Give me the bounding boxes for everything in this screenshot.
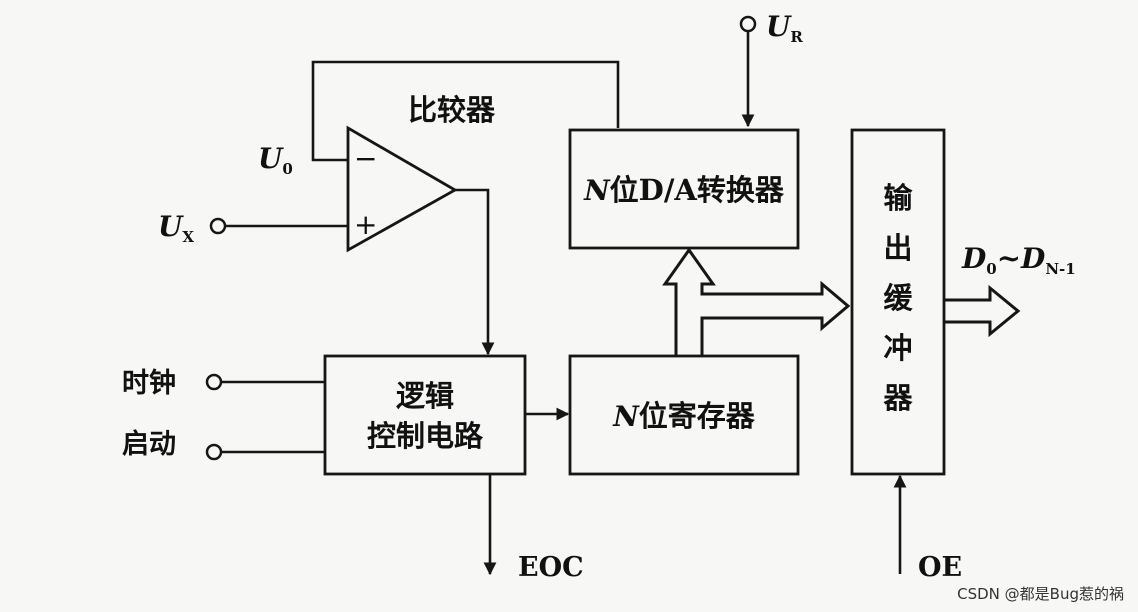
register-block (568, 354, 800, 476)
comparator-to-logic-wire (455, 188, 495, 356)
comparator-label: 比较器 (408, 93, 496, 127)
comparator-triangle (346, 125, 458, 253)
start-terminal (205, 443, 223, 461)
clock-label: 时钟 (122, 368, 176, 399)
buffer-char-2: 出 (883, 231, 912, 265)
output-label: D0~DN-1 (961, 241, 1076, 278)
output-buffer-block (850, 128, 946, 476)
register-label: N位寄存器 (612, 399, 756, 433)
comparator-minus-sign: − (354, 142, 377, 175)
start-label: 启动 (122, 429, 176, 460)
comparator-plus-sign: + (354, 208, 377, 241)
logic-label-line2: 控制电路 (367, 419, 484, 453)
ux-terminal (209, 217, 227, 235)
buffer-char-3: 缓 (883, 281, 913, 315)
ux-label: UX (158, 210, 194, 246)
feedback-wire (311, 60, 620, 162)
u0-label: U0 (258, 142, 293, 178)
register-bus-arrows (662, 247, 851, 356)
dac-label: N位D/A转换器 (583, 173, 785, 207)
logic-label-line1: 逻辑 (396, 379, 454, 413)
eoc-label: EOC (518, 552, 584, 583)
ur-terminal (739, 15, 757, 33)
oe-label: OE (918, 552, 962, 583)
dac-block (568, 128, 800, 250)
buffer-char-4: 冲 (883, 331, 912, 365)
output-bus-arrow (944, 284, 1021, 338)
watermark: CSDN @都是Bug惹的祸 (957, 585, 1124, 603)
clock-terminal (205, 373, 223, 391)
buffer-char-1: 输 (883, 181, 913, 215)
buffer-char-5: 器 (882, 381, 913, 415)
logic-control-block (323, 354, 527, 476)
ur-label: UR (766, 10, 803, 46)
